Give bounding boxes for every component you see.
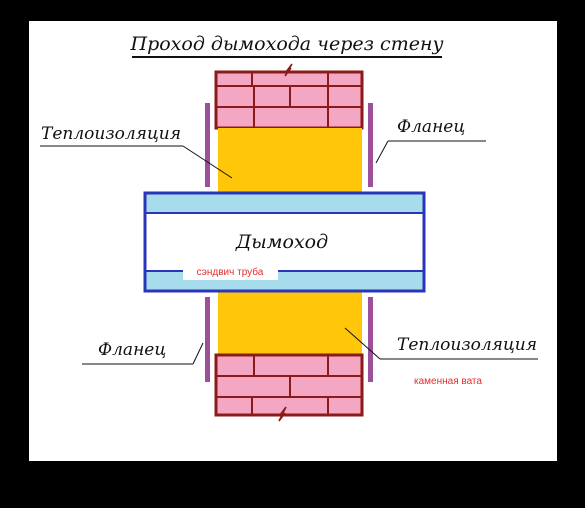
label-insulation-right: Теплоизоляция (397, 335, 537, 355)
flange-top-left (205, 103, 210, 187)
leader-insulation-right (344, 327, 381, 360)
sandwich-note-box (183, 262, 278, 280)
pipe-label: Дымоход (235, 231, 328, 253)
sandwich-note: сэндвич труба (197, 266, 264, 278)
diagram-title: Проход дымохода через стену (130, 33, 444, 55)
wool-note: каменная вата (414, 376, 482, 387)
label-flange-left: Фланец (98, 340, 166, 360)
flange-top-right (368, 103, 373, 187)
leader-flange-right (375, 140, 389, 164)
leader-insulation-left (182, 145, 233, 179)
label-insulation-left: Теплоизоляция (41, 124, 181, 144)
insulation-bottom (218, 292, 362, 355)
brick-wall-top (214, 63, 364, 130)
flange-bottom-left (205, 297, 210, 382)
insulation-top (218, 128, 362, 193)
leader-flange-left (192, 342, 204, 365)
brick-wall-bottom (214, 353, 364, 422)
flange-bottom-right (368, 297, 373, 382)
label-flange-right: Фланец (397, 117, 465, 137)
